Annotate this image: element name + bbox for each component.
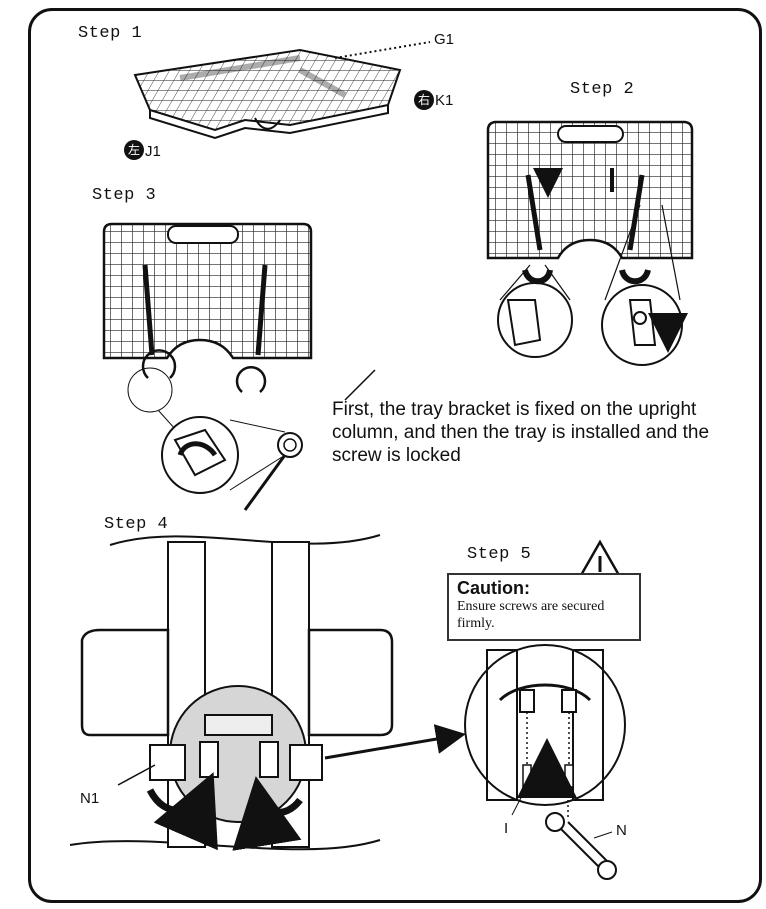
part-n1-label: N1 bbox=[80, 790, 100, 807]
step2-tray bbox=[486, 120, 694, 366]
step-5-label: Step 5 bbox=[467, 545, 532, 564]
part-n-label: N bbox=[616, 822, 627, 839]
step-4-label: Step 4 bbox=[104, 515, 169, 534]
right-badge: 右 bbox=[414, 90, 434, 110]
caution-title: Caution: bbox=[457, 578, 530, 598]
caution-text: Ensure screws are secured firmly. bbox=[457, 599, 605, 631]
part-k1-label: K1 bbox=[435, 92, 454, 109]
part-g1-label: G1 bbox=[434, 31, 455, 48]
step-2-label: Step 2 bbox=[570, 80, 635, 99]
step3-tray bbox=[102, 222, 376, 511]
step1-tray bbox=[133, 41, 431, 140]
step5-detail bbox=[464, 644, 626, 880]
step4-assembly bbox=[69, 534, 466, 851]
step3-description: First, the tray bracket is fixed on the … bbox=[332, 399, 710, 466]
step-1-label: Step 1 bbox=[78, 24, 143, 43]
part-i-label: I bbox=[504, 820, 509, 837]
caution-box: Caution: Ensure screws are secured firml… bbox=[447, 573, 641, 641]
left-badge: 左 bbox=[124, 140, 144, 160]
part-j1-label: J1 bbox=[145, 143, 161, 160]
page-frame bbox=[28, 8, 762, 903]
wrench-icon bbox=[559, 821, 609, 869]
step-3-label: Step 3 bbox=[92, 186, 157, 205]
